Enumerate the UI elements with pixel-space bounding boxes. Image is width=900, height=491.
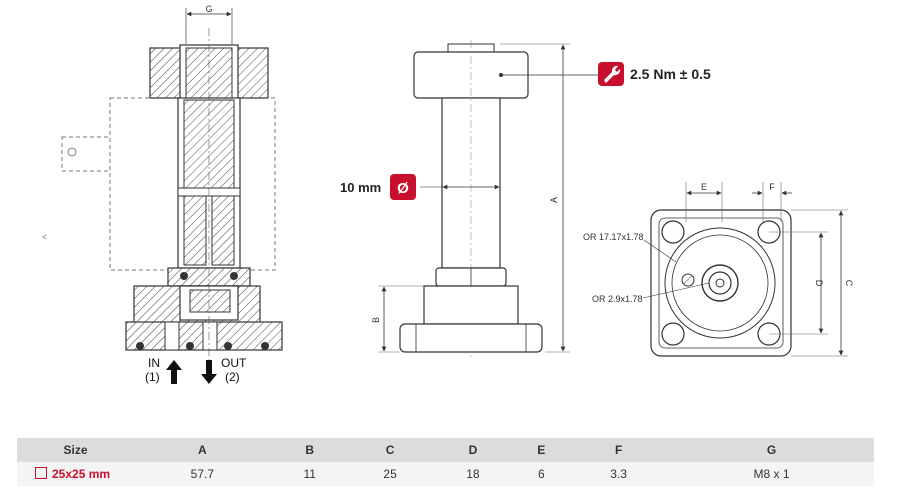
size-value: 25x25 mm: [52, 467, 111, 481]
dim-e-label: E: [701, 182, 707, 192]
side-view: A B: [371, 40, 598, 360]
cell-e: 6: [514, 462, 569, 486]
header-f: F: [568, 438, 670, 462]
dimension-table: Size A B C D E F G 25x25 mm 57.7 11 25 1…: [17, 438, 874, 486]
svg-text:<: <: [42, 232, 47, 242]
dim-f-label: F: [769, 182, 775, 192]
cell-size: 25x25 mm: [17, 462, 134, 486]
dim-g-label: G: [205, 4, 212, 14]
dim-b-label: B: [371, 317, 381, 323]
checkbox-icon[interactable]: [35, 467, 47, 479]
header-c: C: [348, 438, 432, 462]
dim-c-label: C: [844, 280, 854, 287]
port-in-number: (1): [145, 370, 160, 384]
header-d: D: [431, 438, 515, 462]
arrow-up-icon: [166, 360, 182, 384]
cell-b: 11: [270, 462, 349, 486]
table-header-row: Size A B C D E F G: [17, 438, 874, 462]
oring-large-label: OR 17.17x1.78: [583, 232, 644, 242]
torque-value: 2.5 Nm ± 0.5: [630, 66, 711, 82]
diameter-icon: Ø: [397, 180, 409, 197]
cell-f: 3.3: [568, 462, 670, 486]
cell-c: 25: [348, 462, 432, 486]
port-out-number: (2): [225, 370, 240, 384]
dim-a-label: A: [549, 197, 559, 203]
header-e: E: [514, 438, 569, 462]
torque-badge: 2.5 Nm ± 0.5: [598, 62, 711, 86]
header-a: A: [134, 438, 271, 462]
header-b: B: [270, 438, 349, 462]
cell-g: M8 x 1: [669, 462, 874, 486]
wrench-icon: [604, 65, 621, 83]
cell-a: 57.7: [134, 462, 271, 486]
arrow-down-icon: [201, 360, 217, 384]
header-g: G: [669, 438, 874, 462]
section-view: < G: [42, 4, 283, 384]
cell-d: 18: [431, 462, 515, 486]
table-row: 25x25 mm 57.7 11 25 18 6 3.3 M8 x 1: [17, 462, 874, 486]
stem-diameter: 10 mm Ø: [340, 174, 416, 200]
top-view: E F D C OR 17.17x1.78 OR 2.9x1.78: [583, 182, 854, 357]
stem-diameter-value: 10 mm: [340, 180, 381, 195]
header-size: Size: [17, 438, 134, 462]
port-out-label: OUT: [221, 356, 247, 370]
dim-d-label: D: [814, 280, 824, 287]
technical-drawing: < G: [42, 4, 854, 384]
port-in-label: IN: [148, 356, 160, 370]
oring-small-label: OR 2.9x1.78: [592, 294, 643, 304]
